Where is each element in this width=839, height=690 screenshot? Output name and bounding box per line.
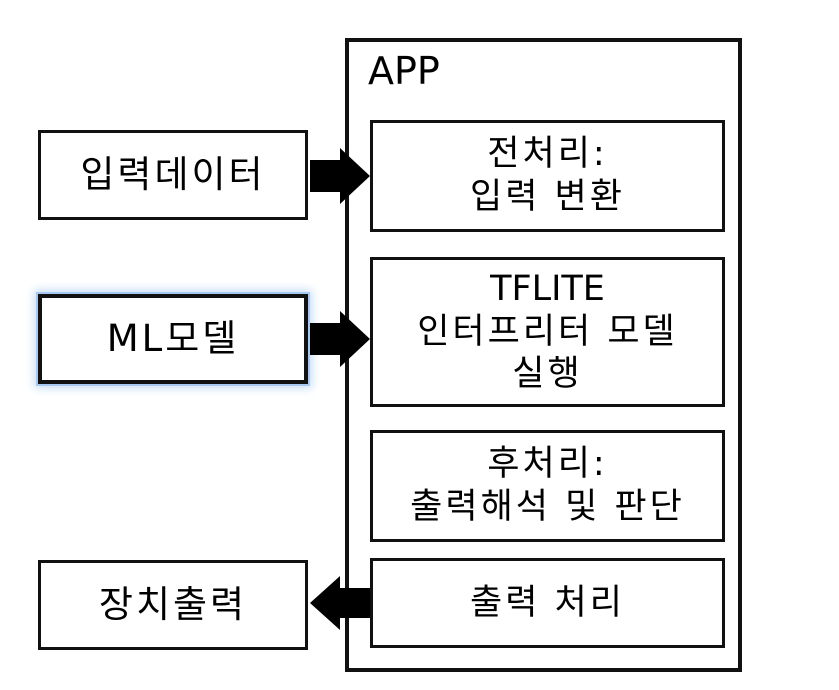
- input-data-box: 입력데이터: [38, 130, 308, 220]
- interpreter-desc-2: 실행: [512, 354, 583, 395]
- device-output-box: 장치출력: [38, 560, 308, 650]
- preprocess-box: 전처리: 입력 변환: [370, 120, 725, 232]
- device-output-label: 장치출력: [98, 583, 248, 627]
- output-processing-label: 출력 처리: [470, 582, 625, 623]
- postprocess-title: 후처리:: [487, 444, 608, 485]
- app-title: APP: [368, 49, 440, 93]
- preprocess-title: 전처리:: [487, 134, 608, 175]
- output-processing-box: 출력 처리: [370, 558, 725, 648]
- preprocess-desc: 입력 변환: [470, 177, 625, 217]
- ml-model-box[interactable]: ML모델: [38, 294, 308, 384]
- ml-model-label: ML모델: [106, 317, 240, 361]
- interpreter-title: TFLITE: [490, 268, 605, 309]
- interpreter-box: TFLITE 인터프리터 모델 실행: [370, 257, 725, 407]
- postprocess-desc: 출력해석 및 판단: [410, 487, 685, 527]
- postprocess-box: 후처리: 출력해석 및 판단: [370, 430, 725, 542]
- input-data-label: 입력데이터: [80, 153, 266, 197]
- interpreter-desc: 인터프리터 모델: [417, 311, 678, 352]
